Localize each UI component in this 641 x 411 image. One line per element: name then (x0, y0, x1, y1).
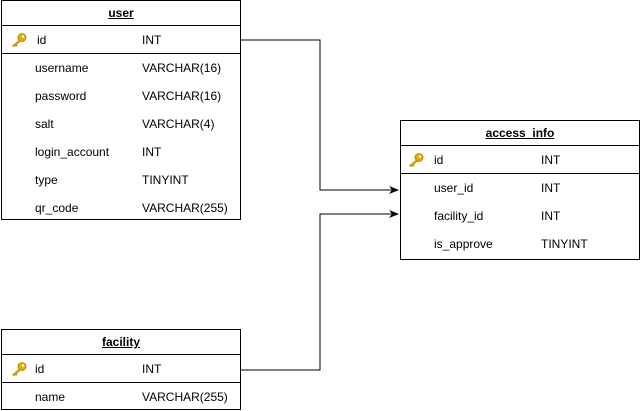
table-row[interactable]: name VARCHAR(255) (2, 383, 240, 411)
field-type: VARCHAR(16) (142, 89, 222, 103)
table-row[interactable]: facility_id INT (401, 202, 639, 230)
field-name: username (35, 61, 89, 75)
field-type: TINYINT (142, 173, 189, 187)
field-name: id (37, 33, 47, 47)
field-type: INT (541, 209, 561, 223)
table-row[interactable]: login_account INT (2, 138, 240, 166)
key-icon (11, 362, 27, 376)
field-type: INT (541, 181, 561, 195)
field-name: password (35, 89, 87, 103)
field-type: VARCHAR(255) (142, 201, 228, 215)
field-name: id (434, 153, 444, 167)
field-type: INT (142, 145, 162, 159)
table-row[interactable]: username VARCHAR(16) (2, 54, 240, 82)
table-title: user (2, 1, 240, 26)
field-name: salt (35, 117, 54, 131)
relation-line-user-access[interactable] (241, 39, 399, 194)
table-access-info[interactable]: access_info id INT user_id INT facility_… (400, 120, 640, 260)
field-type: INT (541, 153, 561, 167)
field-name: login_account (35, 145, 110, 159)
table-user[interactable]: user id INT username VARCHAR(16) passwor… (1, 0, 241, 220)
table-row-pk[interactable]: id INT (2, 26, 240, 54)
relation-line-facility-access[interactable] (241, 210, 399, 371)
table-row[interactable]: type TINYINT (2, 166, 240, 194)
field-name: qr_code (35, 201, 79, 215)
table-row-pk[interactable]: id INT (401, 146, 639, 174)
field-name: name (35, 390, 66, 404)
field-type: VARCHAR(4) (142, 117, 215, 131)
field-type: VARCHAR(255) (142, 390, 228, 404)
key-icon (11, 33, 27, 47)
field-name: type (35, 173, 58, 187)
field-name: id (35, 362, 45, 376)
table-row[interactable]: salt VARCHAR(4) (2, 110, 240, 138)
field-name: facility_id (434, 209, 484, 223)
field-name: is_approve (434, 237, 493, 251)
field-type: VARCHAR(16) (142, 61, 222, 75)
table-row[interactable]: password VARCHAR(16) (2, 82, 240, 110)
field-name: user_id (434, 181, 474, 195)
table-facility[interactable]: facility id INT name VARCHAR(255) (1, 329, 241, 410)
table-row[interactable]: qr_code VARCHAR(255) (2, 194, 240, 222)
key-icon (408, 153, 424, 167)
field-type: INT (142, 362, 162, 376)
table-title: access_info (401, 121, 639, 146)
field-type: INT (142, 33, 162, 47)
table-title: facility (2, 330, 240, 355)
field-type: TINYINT (541, 237, 588, 251)
table-row[interactable]: is_approve TINYINT (401, 230, 639, 258)
table-row[interactable]: user_id INT (401, 174, 639, 202)
table-row-pk[interactable]: id INT (2, 355, 240, 383)
